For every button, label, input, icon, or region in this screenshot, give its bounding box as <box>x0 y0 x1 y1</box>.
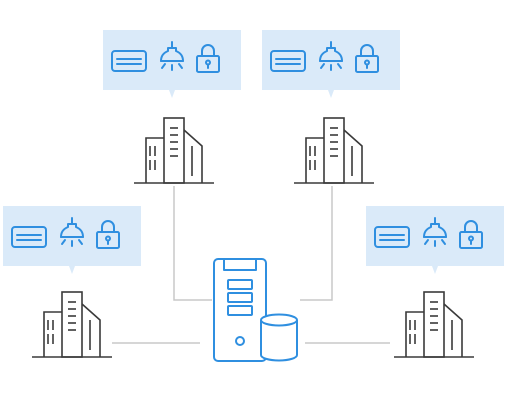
office-building-icon <box>293 117 375 184</box>
device-bubble <box>262 30 400 98</box>
office-building-icon <box>133 117 215 184</box>
device-bubble <box>366 206 504 274</box>
site-bottom-left <box>3 206 141 358</box>
central-hub <box>213 258 298 362</box>
site-top-right <box>262 30 400 184</box>
connector-top-left <box>173 186 212 301</box>
database-cylinder-icon <box>260 313 298 362</box>
office-building-icon <box>31 291 113 358</box>
site-top-left <box>103 30 241 184</box>
connector-lines <box>112 186 390 344</box>
office-building-icon <box>393 291 475 358</box>
site-bottom-right <box>366 206 504 358</box>
connector-top-right <box>300 186 333 301</box>
device-bubble <box>103 30 241 98</box>
server-tower-icon <box>213 258 267 362</box>
device-bubble <box>3 206 141 274</box>
